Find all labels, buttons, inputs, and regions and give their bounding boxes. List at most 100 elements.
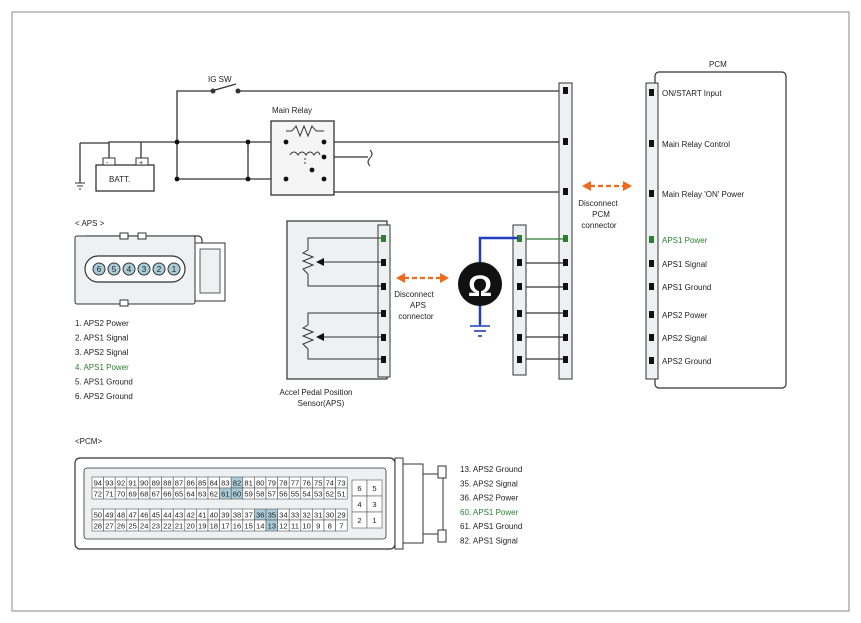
pcm-connector-pin-number: 74 (326, 479, 334, 488)
pcm-connector-pin-number: 50 (94, 511, 102, 520)
pcm-connector-pin-number: 17 (221, 522, 229, 531)
pcm-connector-pin-number: 47 (128, 511, 136, 520)
aps-connector-pin-number: 5 (112, 265, 117, 274)
battery (95, 164, 155, 192)
pcm-pin-label: APS1 Ground (662, 283, 711, 292)
aps-pin-list-item: 2. APS1 Signal (75, 334, 129, 343)
pcm-connector-pin-number: 64 (186, 490, 194, 499)
pcm-connector-pin-number: 43 (175, 511, 183, 520)
pcm-side-pin-number: 1 (372, 516, 376, 525)
aps-sensor-label-line2: Sensor(APS) (298, 399, 345, 408)
pcm-connector-pin-number: 21 (175, 522, 183, 531)
pcm-connector-pin-number: 76 (302, 479, 310, 488)
pcm-connector-pin-number: 27 (105, 522, 113, 531)
pcm-pin-label: ON/START Input (662, 89, 722, 98)
pcm-pin-marker (649, 283, 654, 290)
pcm-pin-label: APS2 Power (662, 311, 708, 320)
aps-connector-pin-number: 1 (172, 265, 177, 274)
pcm-connector-pin-number: 28 (94, 522, 102, 531)
pcm-pin-marker (649, 89, 654, 96)
pcm-connector-pin-number: 60 (233, 490, 241, 499)
pcm-connector-pin-cell (335, 519, 348, 532)
relay-resistor (291, 124, 317, 138)
pcm-pin-label: Main Relay 'ON' Power (662, 190, 745, 199)
pcm-side-pin-number: 4 (357, 500, 361, 509)
pcm-side-pin-number: 5 (372, 484, 376, 493)
relay-coil (289, 151, 321, 156)
pcm-connector-legend-item: 13. APS2 Ground (460, 465, 522, 474)
pcm-connector-pin-number: 33 (291, 511, 299, 520)
ig-sw-blade (214, 83, 237, 91)
pcm-connector-pin-number: 81 (244, 479, 252, 488)
pcm-connector-pin-number: 22 (163, 522, 171, 531)
aps2-wiper-arrow (316, 333, 324, 341)
pcm-connector-pin-number: 94 (94, 479, 102, 488)
pcm-connector-pin-number: 38 (233, 511, 241, 520)
pcm-side-pin-number: 3 (372, 500, 376, 509)
pcm-connector-pin-number: 39 (221, 511, 229, 520)
pcm-connector-pin-number: 51 (337, 490, 345, 499)
disconnect-aps-arrows (396, 273, 449, 283)
pcm-connector-pin-number: 59 (244, 490, 252, 499)
pcm-connector-pin-number: 55 (291, 490, 299, 499)
pcm-connector-pin-number: 18 (210, 522, 218, 531)
pcm-connector-pin-number: 14 (256, 522, 264, 531)
pcm-connector-pin-number: 53 (314, 490, 322, 499)
aps-connector-pin-number: 2 (157, 265, 162, 274)
pcm-connector-pin-number: 31 (314, 511, 322, 520)
pcm-connector-pin-number: 91 (128, 479, 136, 488)
pcm-connector-pin-number: 86 (186, 479, 194, 488)
outer-frame (11, 11, 850, 612)
aps-pin-list-item: 4. APS1 Power (75, 363, 129, 372)
pcm-connector-pin-number: 90 (140, 479, 148, 488)
pcm-connector-pin-number: 12 (279, 522, 287, 531)
aps-connector-pin-number: 3 (142, 265, 147, 274)
pcm-pin-label: Main Relay Control (662, 140, 730, 149)
ig-sw-contact (235, 88, 241, 94)
pcm-connector-pin-number: 57 (268, 490, 276, 499)
pcm-connector-pin-number: 11 (291, 522, 299, 531)
pcm-pin-marker (649, 140, 654, 147)
pcm-connector-pin-number: 49 (105, 511, 113, 520)
pcm-connector-pin-cell (335, 487, 348, 500)
pcm-connector-pin-number: 71 (105, 490, 113, 499)
harness-wires (526, 238, 563, 360)
ig-sw-contact (210, 88, 216, 94)
wire-break-symbol (367, 149, 373, 167)
pcm-connector-pin-number: 78 (279, 479, 287, 488)
battery-plus-label: + (139, 160, 143, 167)
probe-ground-symbol (470, 325, 490, 337)
pcm-side-pin-number: 2 (357, 516, 361, 525)
disconnect-aps-label-3: connector (398, 312, 433, 321)
pcm-connector-pin-number: 26 (117, 522, 125, 531)
pcm-connector-pin-number: 30 (326, 511, 334, 520)
pcm-connector-pin-number: 34 (279, 511, 287, 520)
pcm-connector-pin-number: 62 (210, 490, 218, 499)
aps-sensor-connector (377, 224, 391, 378)
pcm-connector-pin-number: 7 (339, 522, 343, 531)
pcm-connector-pin-number: 69 (128, 490, 136, 499)
pcm-connector-pin-number: 24 (140, 522, 148, 531)
pcm-connector-pin-number: 88 (163, 479, 171, 488)
pcm-connector-pin-number: 92 (117, 479, 125, 488)
pcm-pin-marker (649, 260, 654, 267)
pcm-pin-marker (649, 190, 654, 197)
ohm-symbol: Ω (468, 270, 492, 303)
aps-pin-list-item: 1. APS2 Power (75, 319, 129, 328)
disconnect-aps-label-1: Disconnect (394, 290, 434, 299)
pcm-connector-legend-item: 35. APS2 Signal (460, 479, 518, 488)
pcm-pin-marker (649, 236, 654, 243)
pcm-connector-pin-number: 35 (268, 511, 276, 520)
pcm-connector-pin-number: 65 (175, 490, 183, 499)
pcm-connector-pin-number: 52 (326, 490, 334, 499)
pcm-connector-heading: <PCM> (75, 437, 102, 446)
pcm-connector-pin-number: 66 (163, 490, 171, 499)
aps-connector-pin (152, 262, 166, 276)
aps-connector-pin (107, 262, 121, 276)
pcm-pin-label: APS2 Ground (662, 357, 711, 366)
pcm-connector-pin-number: 20 (186, 522, 194, 531)
pcm-connector-pin-number: 36 (256, 511, 264, 520)
